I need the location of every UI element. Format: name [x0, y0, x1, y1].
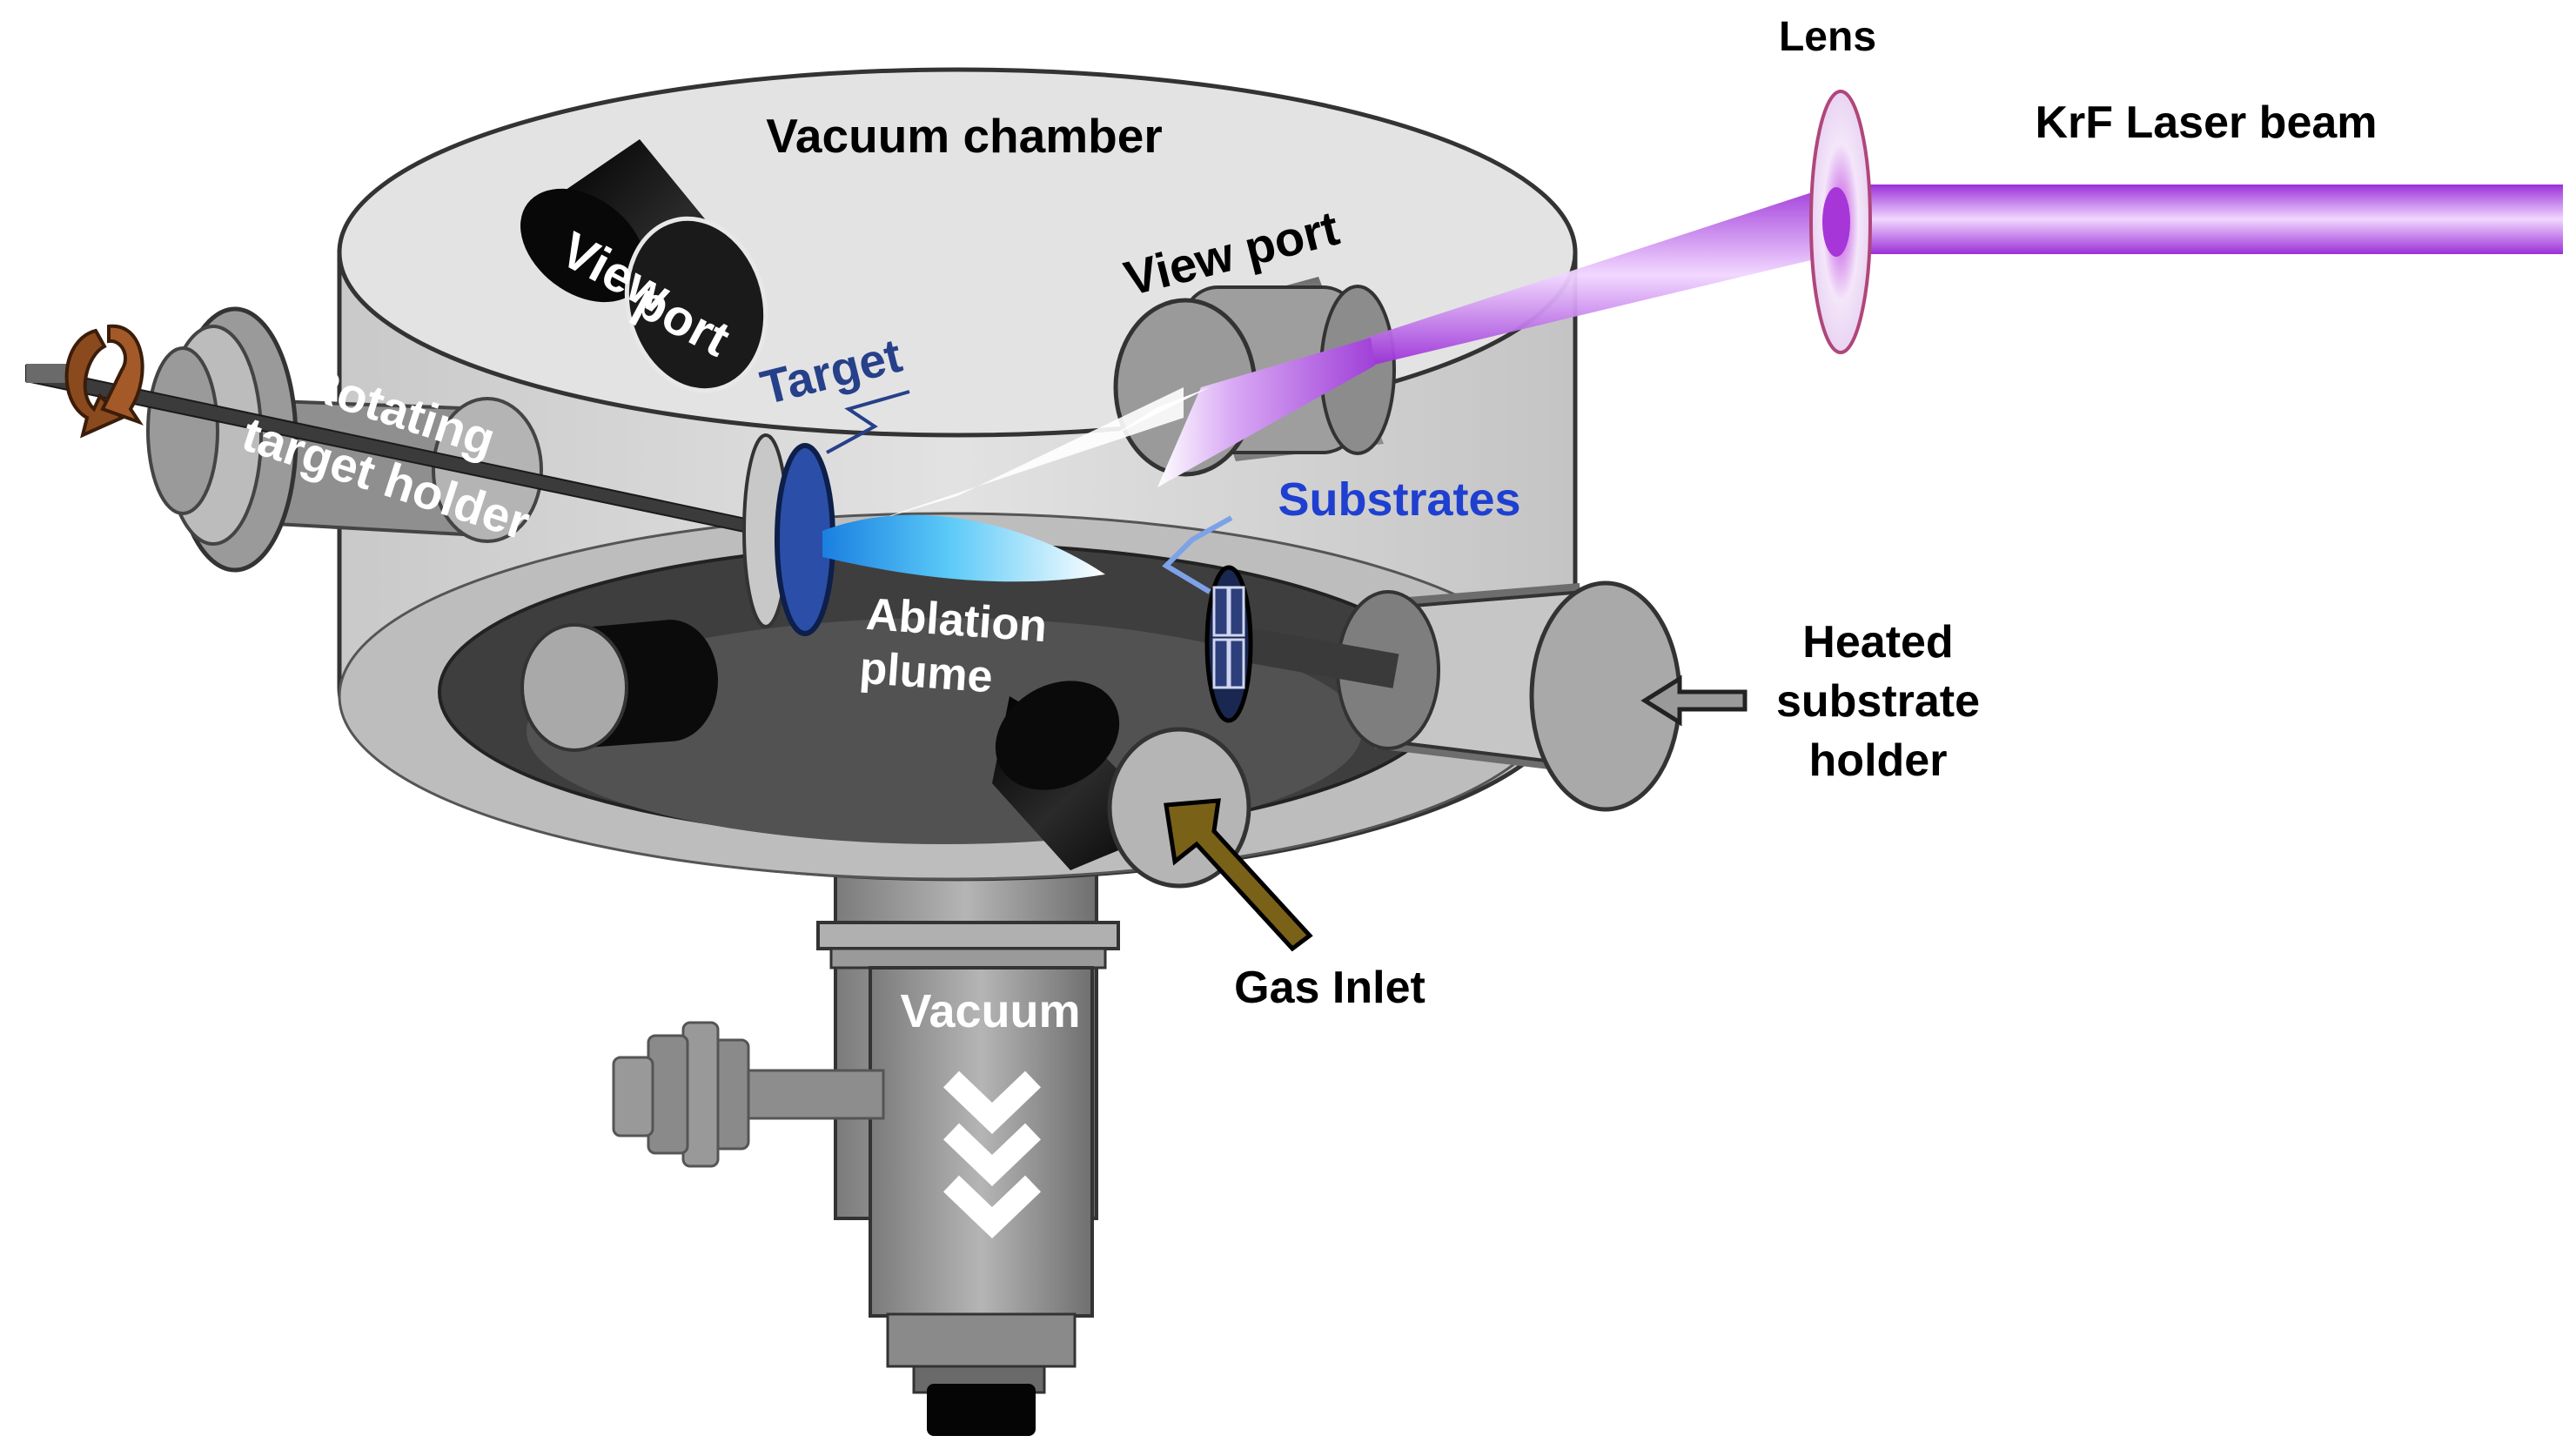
gas-inlet-label: Gas Inlet	[1234, 963, 1426, 1013]
chamber-label: Vacuum chamber	[766, 109, 1162, 163]
substrates-label: Substrates	[1278, 473, 1520, 526]
target-pointer	[826, 390, 910, 454]
side-valve	[612, 1021, 885, 1168]
heated-substrate-holder	[1204, 565, 1682, 812]
heated-label-line1: Heated	[1802, 617, 1953, 668]
interior-port	[520, 620, 718, 752]
target-disc	[742, 433, 835, 636]
substrate-tiles	[1212, 586, 1245, 689]
rotating-target-holder: Rotating target holder	[25, 306, 837, 573]
vacuum-label: Vacuum	[900, 985, 1080, 1037]
substrate-rod	[1247, 628, 1399, 688]
vacuum-pump	[612, 816, 1120, 1436]
ablation-label-line2: plume	[858, 643, 995, 703]
ablation-plume	[822, 514, 1105, 582]
ablation-label-line1: Ablation	[864, 589, 1049, 652]
substrates-pointer	[1162, 515, 1233, 594]
heat-arrow-icon	[1640, 674, 1748, 727]
heated-label-line3: holder	[1809, 735, 1948, 786]
rotation-arrow-icon	[64, 324, 144, 439]
lens-label: Lens	[1779, 14, 1876, 60]
laser-label: KrF Laser beam	[2035, 97, 2377, 148]
vacuum-direction-chevrons	[943, 1070, 1041, 1238]
gas-arrow-icon	[1164, 798, 1313, 952]
pump-foot	[927, 1384, 1036, 1436]
laser-beam	[870, 185, 2563, 522]
left-view-port: View port	[520, 139, 768, 393]
lens	[1809, 90, 1872, 354]
heated-label-line2: substrate	[1776, 676, 1980, 727]
